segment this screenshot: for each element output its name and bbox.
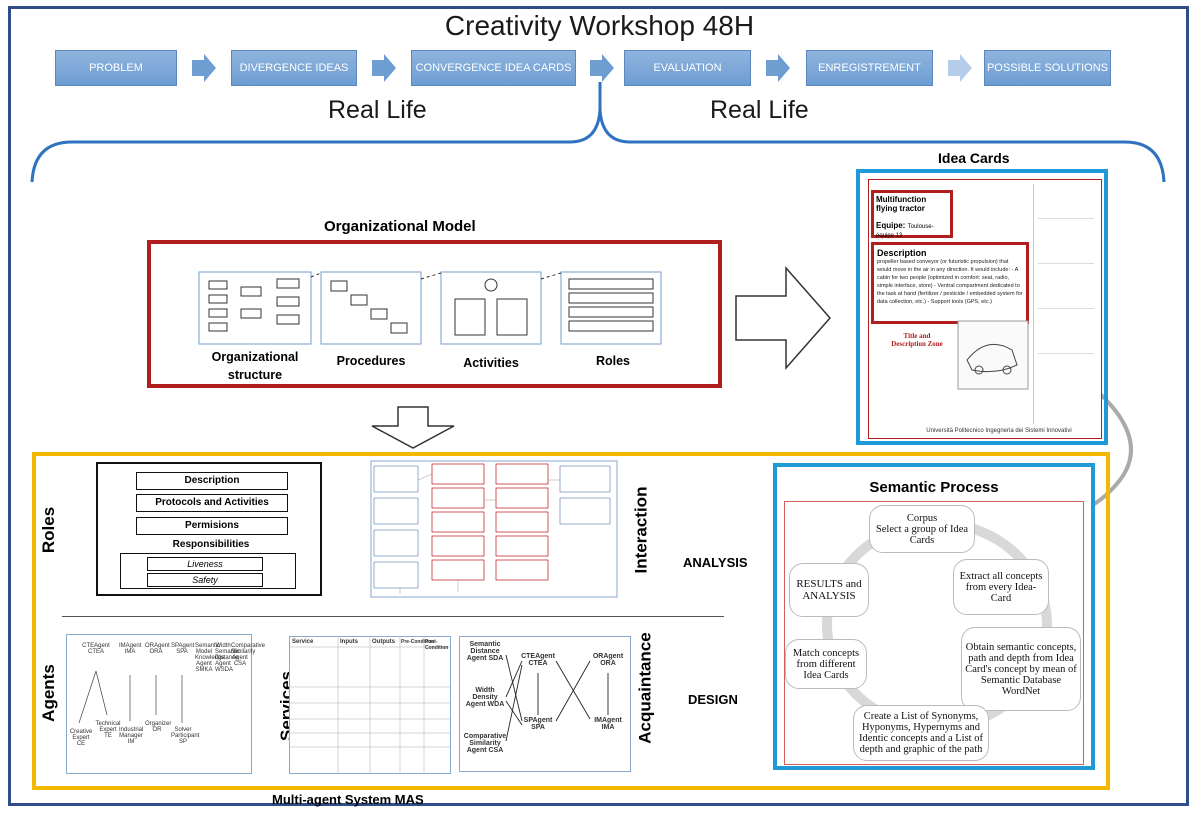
- acq-ctea: CTEAgent CTEA: [521, 653, 555, 667]
- roles-vertical-label: Roles: [39, 506, 59, 554]
- procedures-label: Procedures: [336, 354, 406, 368]
- acq-wda: Width Density Agent WDA: [465, 687, 505, 708]
- services-header-inputs: Inputs: [340, 639, 358, 645]
- equipe-value: Toulouse-équipe 13: [876, 224, 934, 239]
- agent-wsda: Width Semantic Distance Agent WSDA: [215, 643, 241, 673]
- step-convergence-idea-cards: CONVERGENCE IDEA CARDS: [411, 50, 576, 86]
- step-extract: Extract all concepts from every Idea-Car…: [953, 559, 1049, 615]
- agent-ctea: CTEAgent CTEA: [82, 643, 110, 655]
- card-footer: Università Politecnico Ingegneria dei Si…: [926, 428, 1072, 434]
- org-structure-label: Organizational structure: [211, 350, 299, 382]
- real-life-left: Real Life: [328, 96, 427, 124]
- agent-spa: SPAgent SPA: [171, 643, 195, 655]
- leaf-technical-expert: Technical Expert TE: [95, 721, 121, 739]
- org-model-title: Organizational Model: [324, 218, 476, 235]
- liveness-field: Liveness: [147, 557, 263, 571]
- card-description-zone: Description propeller based conveyor (or…: [871, 242, 1029, 324]
- org-model-box: Organizational structure Procedures Acti…: [147, 240, 722, 388]
- acq-ora: ORAgent ORA: [592, 653, 624, 667]
- card-name: Multifunction flying tractor: [876, 195, 927, 213]
- agents-vertical-label: Agents: [38, 664, 58, 722]
- real-life-right: Real Life: [710, 96, 809, 124]
- acq-spa: SPAgent SPA: [523, 717, 553, 731]
- card-sketch: [957, 320, 1029, 390]
- step-arrow-1: [192, 54, 216, 82]
- agent-ora: ORAgent ORA: [145, 643, 170, 655]
- analysis-design-divider: [62, 616, 724, 617]
- safety-field: Safety: [147, 573, 263, 587]
- responsibilities-label: Responsibilities: [172, 539, 250, 550]
- step-corpus: Corpus Select a group of Idea Cards: [869, 505, 975, 553]
- acq-sda: Semantic Distance Agent SDA: [466, 641, 504, 662]
- services-table: Service Inputs Outputs Pre-Condition Pos…: [289, 636, 451, 774]
- semantic-inner-frame: [784, 501, 1084, 765]
- step-evaluation: EVALUATION: [624, 50, 751, 86]
- leaf-industrial-manager: Industrial Manager IM: [119, 727, 144, 745]
- agent-csa: Comparative Similarity Agent CSA: [231, 643, 266, 667]
- outer-frame: [8, 6, 1189, 806]
- step-create-list: Create a List of Synonyms, Hyponyms, Hyp…: [853, 705, 989, 761]
- step-arrows: [192, 54, 972, 82]
- activities-label: Activities: [463, 356, 519, 370]
- idea-cards-title: Idea Cards: [938, 150, 1010, 166]
- step-match: Match concepts from different Idea Cards: [785, 639, 867, 689]
- real-life-brace: [30, 82, 1166, 183]
- design-label: DESIGN: [688, 692, 738, 707]
- semantic-process-box: Semantic Process Corpus Select a group o…: [773, 463, 1095, 770]
- step-obtain: Obtain semantic concepts, path and depth…: [961, 627, 1081, 711]
- responsibilities-group: Liveness Safety: [120, 553, 296, 589]
- step-arrow-5: [948, 54, 972, 82]
- semantic-process-title: Semantic Process: [869, 479, 999, 496]
- idea-card: Multifunction flying tractor Equipe: Tou…: [868, 179, 1102, 439]
- mas-box: [32, 452, 1110, 790]
- analysis-label: ANALYSIS: [683, 555, 748, 570]
- acq-csa: Comparative Similarity Agent CSA: [463, 733, 507, 754]
- step-divergence-ideas: DIVERGENCE IDEAS: [231, 50, 357, 86]
- services-header-outputs: Outputs: [372, 639, 395, 645]
- services-header-post: Post-Condition: [425, 639, 449, 651]
- card-title-zone: Multifunction flying tractor Equipe: Tou…: [871, 190, 953, 239]
- step-problem: PROBLEM: [55, 50, 177, 86]
- agent-smka: Semantic Model Knowledge Agent SMKA: [195, 643, 225, 673]
- interaction-diagram: [370, 460, 618, 598]
- leaf-organizer: Organizer OR: [145, 721, 172, 733]
- card-description-title: Description: [877, 248, 927, 258]
- role-permissions-field: Permisions: [136, 517, 288, 535]
- leaf-solver-participant: Solver Participant SP: [171, 727, 200, 745]
- org-to-mas-arrow: [371, 406, 455, 449]
- services-header-service: Service: [292, 639, 314, 645]
- card-zone-label: Title and Description Zone: [891, 332, 943, 348]
- agent-ima: IMAgent IMA: [119, 643, 142, 655]
- services-header-pre: Pre-Condition: [401, 639, 435, 645]
- equipe-label: Equipe:: [876, 221, 906, 230]
- step-arrow-4: [766, 54, 790, 82]
- leaf-creative-expert: Creative Expert CE: [69, 729, 93, 747]
- role-protocols-field: Protocols and Activities: [136, 494, 288, 512]
- idea-cards-box: Multifunction flying tractor Equipe: Tou…: [856, 169, 1108, 445]
- step-enregistrement: ENREGISTREMENT: [806, 50, 933, 86]
- step-possible-solutions: POSSIBLE SOLUTIONS: [984, 50, 1111, 86]
- roles-schema: Description Protocols and Activities Per…: [96, 462, 322, 596]
- mas-footer-label: Multi-agent System MAS: [272, 792, 424, 807]
- acquaintance-diagram: Semantic Distance Agent SDA Width Densit…: [459, 636, 631, 772]
- card-description-text: propeller based conveyor (or futuristic …: [877, 259, 1023, 305]
- step-arrow-3: [590, 54, 614, 82]
- roles-label: Roles: [595, 354, 631, 368]
- acq-ima: IMAgent IMA: [594, 717, 622, 731]
- acquaintance-vertical-label: Acquaintance: [635, 632, 655, 744]
- card-side-panel: [1033, 184, 1098, 424]
- agents-diagram: CTEAgent CTEA IMAgent IMA ORAgent ORA SP…: [66, 634, 266, 774]
- org-to-cards-arrow: [735, 266, 831, 370]
- interaction-vertical-label: Interaction: [631, 486, 651, 574]
- org-model-thumbnails: [198, 271, 662, 345]
- step-results: RESULTS and ANALYSIS: [789, 563, 869, 617]
- role-description-field: Description: [136, 472, 288, 490]
- step-arrow-2: [372, 54, 396, 82]
- page-title: Creativity Workshop 48H: [444, 10, 755, 41]
